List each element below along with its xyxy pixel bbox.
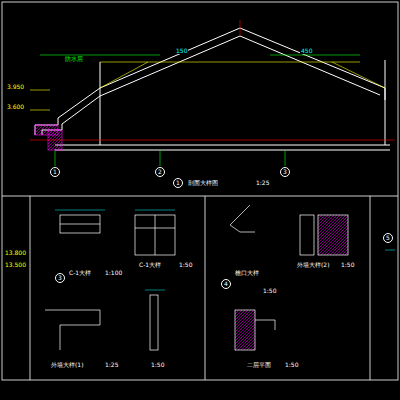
drawing-label: 3.600 bbox=[6, 104, 25, 110]
drawing-label: 1:100 bbox=[104, 270, 123, 276]
callout-circle: 5 bbox=[383, 233, 393, 243]
drawing-label: 1:50 bbox=[262, 288, 277, 294]
callout-number: 1 bbox=[53, 169, 57, 175]
drawing-label: 二层平面 bbox=[246, 362, 272, 368]
drawing-label: 1:25 bbox=[104, 362, 119, 368]
drawing-label: 外墙大样(1) bbox=[50, 362, 85, 368]
callout-number: 5 bbox=[386, 235, 390, 241]
drawing-label: 防水层 bbox=[64, 56, 84, 62]
drawing-label: 3.950 bbox=[6, 84, 25, 90]
callout-number: 1 bbox=[176, 180, 180, 186]
drawing-label: 檐口大样 bbox=[234, 270, 260, 276]
drawing-label: 150 bbox=[175, 48, 188, 54]
drawing-label: 1:50 bbox=[150, 362, 165, 368]
callout-number: 3 bbox=[283, 169, 287, 175]
callout-circle: 4 bbox=[221, 279, 231, 289]
drawing-label: 13.800 bbox=[4, 250, 27, 256]
drawing-label: C-1大样 bbox=[68, 270, 92, 276]
callout-circle: 1 bbox=[50, 167, 60, 177]
drawing-label: 1:50 bbox=[284, 362, 299, 368]
drawing-label: 450 bbox=[300, 48, 313, 54]
callout-circle: 2 bbox=[155, 167, 165, 177]
drawing-label: 外墙大样(2) bbox=[296, 262, 331, 268]
callout-number: 2 bbox=[158, 169, 162, 175]
callout-circle: 3 bbox=[280, 167, 290, 177]
callout-number: 4 bbox=[224, 281, 228, 287]
drawing-label: 1:50 bbox=[178, 262, 193, 268]
callout-number: 3 bbox=[58, 275, 62, 281]
drawing-label: 1:25 bbox=[255, 180, 270, 186]
drawing-label: 13.500 bbox=[4, 262, 27, 268]
drawing-label: 剖面大样图 bbox=[187, 180, 219, 186]
callout-circle: 3 bbox=[55, 273, 65, 283]
drawing-label: 1:50 bbox=[340, 262, 355, 268]
callout-circle: 1 bbox=[173, 178, 183, 188]
drawing-label: C-1大样 bbox=[138, 262, 162, 268]
